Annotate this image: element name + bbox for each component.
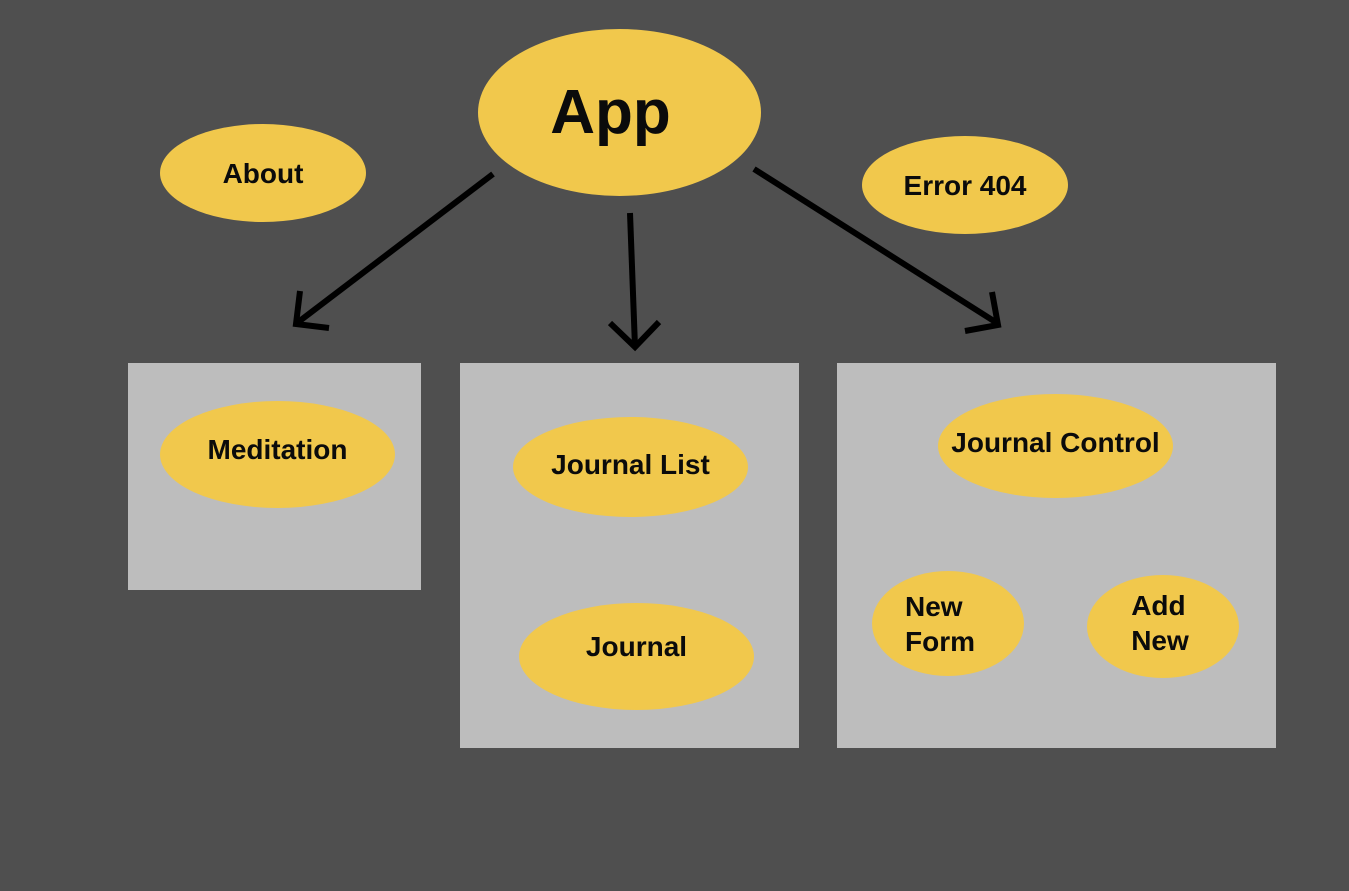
new-form-node-label: New Form: [905, 590, 975, 657]
about-node-label: About: [222, 157, 304, 189]
add-new-node-label: Add New: [1131, 589, 1189, 656]
meditation-node: Meditation: [160, 401, 395, 508]
about-node: About: [160, 124, 366, 222]
error-404-node: Error 404: [862, 136, 1068, 234]
error-404-node-label: Error 404: [903, 169, 1027, 201]
new-form-node: New Form: [872, 571, 1024, 676]
journal-list-node-label: Journal List: [551, 448, 710, 480]
journal-control-node: Journal Control: [938, 394, 1173, 498]
journal-node: Journal: [519, 603, 754, 710]
app-node: App: [478, 29, 761, 196]
arrow-app-to-journal-list: [607, 212, 662, 352]
add-new-node: Add New: [1087, 575, 1239, 678]
app-node-label: App: [550, 77, 671, 147]
meditation-node-label: Meditation: [207, 434, 348, 465]
journal-control-node-label: Journal Control: [951, 426, 1160, 458]
journal-list-node: Journal List: [513, 417, 748, 517]
journal-node-label: Journal: [585, 631, 688, 662]
